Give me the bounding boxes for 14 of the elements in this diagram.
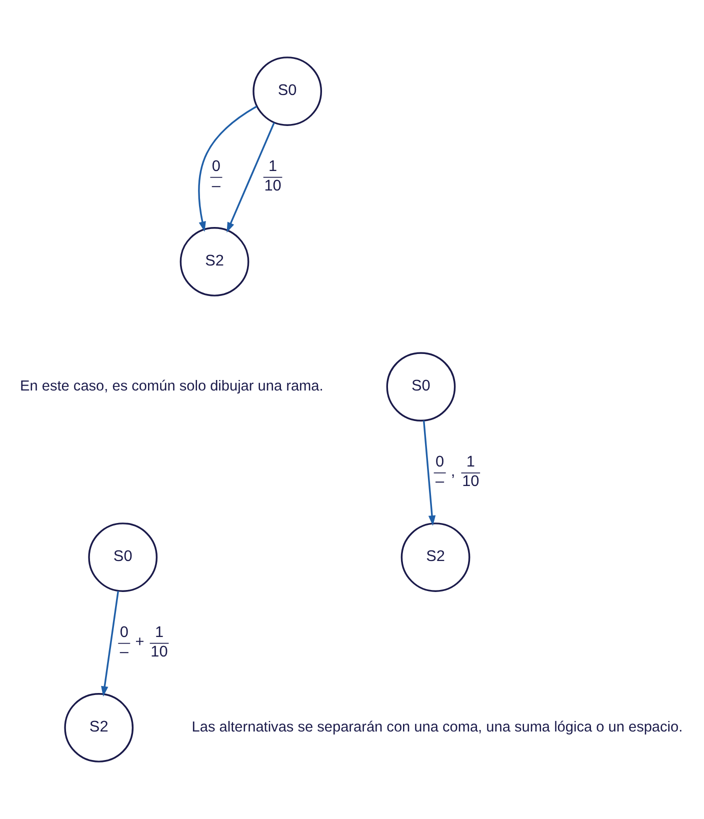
node-circle: S0 xyxy=(386,352,456,422)
edge-label: 1 10 xyxy=(264,158,282,195)
arrow xyxy=(226,122,283,233)
label: En este caso, es común solo dibujar una rama. xyxy=(20,378,324,394)
label: Las alternativas se separarán con una coma, una suma lógica o un espacio. xyxy=(192,719,683,736)
arrow xyxy=(101,590,170,697)
node-circle: S2 xyxy=(180,227,250,296)
arrow xyxy=(422,420,480,526)
node-circle: S0 xyxy=(252,56,322,126)
edge-label: 0 – xyxy=(212,158,221,195)
node-circle: S0 xyxy=(88,522,158,592)
node-circle: S2 xyxy=(64,693,134,762)
arrow xyxy=(198,106,258,232)
node-circle: S2 xyxy=(400,522,470,592)
